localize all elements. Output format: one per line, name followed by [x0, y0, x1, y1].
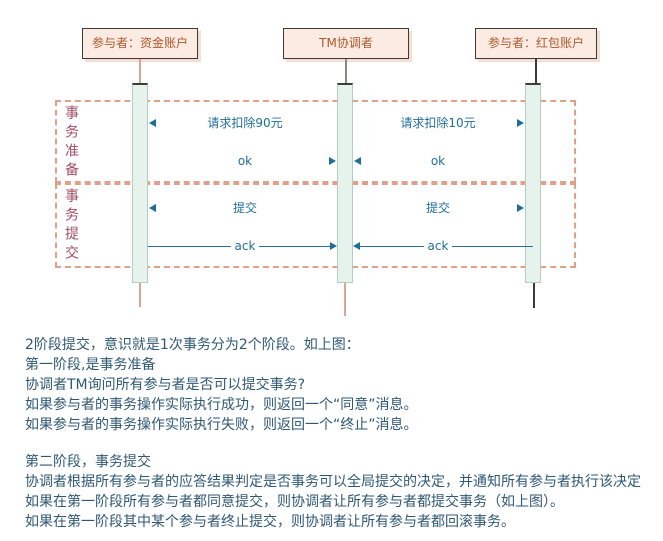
arrowhead-left-icon	[353, 242, 360, 250]
message-request-deduct-10: 请求扣除10元	[400, 116, 476, 130]
text-line: 如果参与者的事务操作实际执行失败，则返回一个“终止”消息。	[25, 417, 418, 433]
text-line: 第一阶段,是事务准备	[25, 357, 156, 373]
actor-box-redpacket-account: 参与者：红包账户	[475, 28, 597, 59]
phase-label-prepare: 事务准备	[63, 105, 79, 181]
paragraph-phase-one: 2阶段提交，意识就是1次事务分为2个阶段。如上图： 第一阶段,是事务准备 协调者…	[25, 335, 653, 435]
text-line: 如果在第一阶段其中某个参与者终止提交，则协调者让所有参与者都回滚事务。	[25, 514, 515, 530]
activation-bar-fund	[132, 83, 148, 283]
message-request-deduct-90: 请求扣除90元	[207, 116, 283, 130]
arrowhead-left-icon	[354, 157, 361, 165]
message-ack-right: ack	[356, 239, 520, 253]
message-commit-right: 提交	[425, 201, 450, 215]
paragraph-phase-two: 第二阶段，事务提交 协调者根据所有参与者的应答结果判定是否事务可以全局提交的决定…	[25, 452, 653, 532]
arrowhead-right-icon	[517, 204, 524, 212]
message-ok-left: ok	[237, 154, 253, 168]
phase-frame-prepare: 事务准备	[55, 100, 576, 183]
activation-bar-redpacket	[525, 83, 541, 283]
arrowhead-right-icon	[329, 157, 336, 165]
actor-box-tm-coordinator: TM协调者	[283, 28, 409, 59]
lifeline-tail-fund	[139, 283, 141, 307]
arrowhead-right-icon	[330, 242, 337, 250]
message-ack-left: ack	[160, 239, 330, 253]
ack-label: ack	[230, 239, 260, 253]
phase-frame-commit: 事务提交	[55, 183, 576, 268]
lifeline-tail-tm	[344, 283, 346, 316]
arrowhead-right-icon	[517, 119, 524, 127]
text-line: 协调者TM询问所有参与者是否可以提交事务?	[25, 377, 306, 393]
message-commit-left: 提交	[232, 201, 257, 215]
lifeline-stub-redpacket	[535, 59, 537, 83]
text-line: 协调者根据所有参与者的应答结果判定是否事务可以全局提交的决定，并通知所有参与者执…	[25, 474, 641, 490]
message-ok-right: ok	[430, 154, 446, 168]
text-line: 如果参与者的事务操作实际执行成功，则返回一个“同意”消息。	[25, 397, 418, 413]
lifeline-stub-fund	[139, 59, 141, 83]
lifeline-stub-tm	[345, 59, 347, 83]
explanation-text: 2阶段提交，意识就是1次事务分为2个阶段。如上图： 第一阶段,是事务准备 协调者…	[25, 335, 653, 532]
actor-box-fund-account: 参与者：资金账户	[82, 28, 198, 59]
phase-label-commit: 事务提交	[63, 188, 79, 264]
lifeline-tail-redpacket	[533, 283, 535, 308]
activation-bar-tm	[337, 83, 353, 283]
arrowhead-left-icon	[149, 204, 156, 212]
text-line: 第二阶段，事务提交	[25, 454, 151, 470]
text-line: 如果在第一阶段所有参与者都同意提交，则协调者让所有参与者都提交事务（如上图）。	[25, 494, 564, 510]
arrowhead-left-icon	[149, 119, 156, 127]
text-line: 2阶段提交，意识就是1次事务分为2个阶段。如上图：	[25, 337, 360, 353]
ack-label: ack	[423, 239, 453, 253]
